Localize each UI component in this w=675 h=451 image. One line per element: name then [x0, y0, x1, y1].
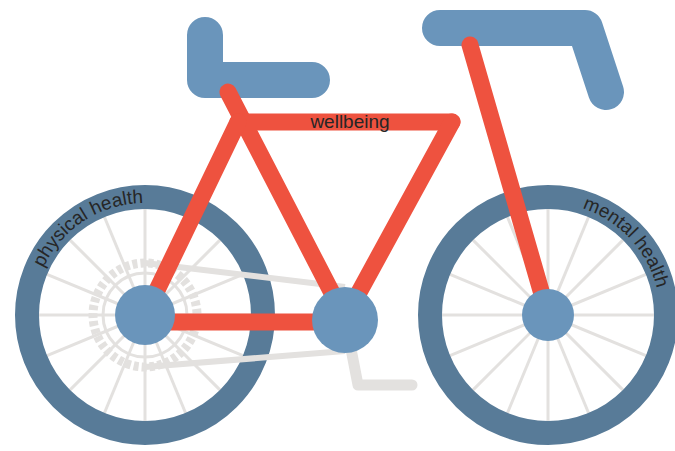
front-hub: [522, 289, 574, 341]
seat-stay: [145, 122, 238, 315]
wheel-label-text: physical health: [28, 186, 144, 270]
fork: [470, 45, 548, 315]
chainring-inner: [103, 273, 187, 357]
rim-labels: physical health mental health: [28, 186, 673, 290]
wheel-spokes: [37, 207, 656, 423]
down-tube: [345, 122, 452, 318]
bicycle-frame: [145, 45, 548, 322]
frame-label: wellbeing: [310, 112, 389, 131]
chain-bottom: [145, 351, 345, 367]
handlebar: [440, 28, 606, 92]
rear-hub: [115, 285, 175, 345]
bicycle-seat: [205, 35, 312, 80]
bottom-bracket: [312, 287, 378, 353]
wheel-label-text: mental health: [581, 192, 673, 289]
wheel-label: physical health: [28, 186, 144, 270]
wheel-label: mental health: [581, 192, 673, 289]
